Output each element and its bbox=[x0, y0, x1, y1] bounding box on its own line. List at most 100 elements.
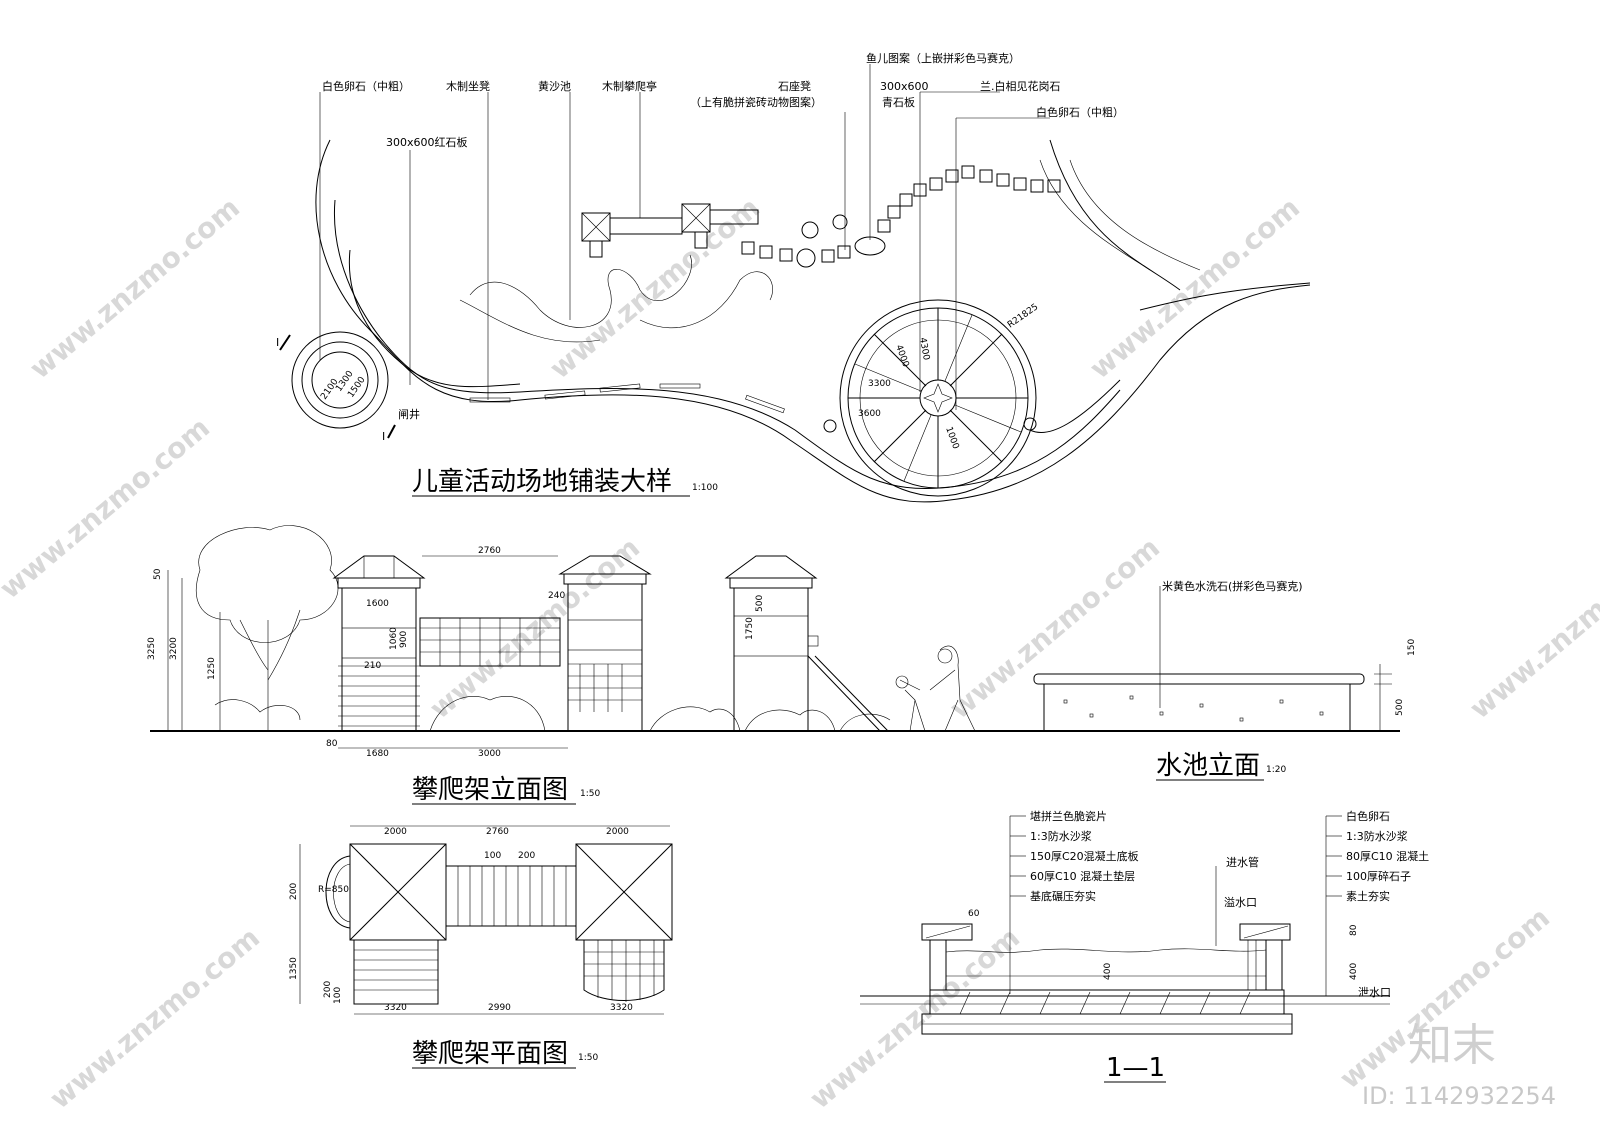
section-layer-label: 堪拼兰色脆瓷片 bbox=[1030, 809, 1107, 823]
label-blue-slab: 青石板 bbox=[882, 95, 915, 109]
watermark-text: www.znzmo.com bbox=[803, 921, 1026, 1115]
watermark-text: www.znzmo.com bbox=[1083, 191, 1306, 385]
round-pit: 2100 1300 1500 闸井 I I bbox=[276, 331, 420, 443]
dim-label: 100 bbox=[333, 987, 343, 1004]
label-wood-pavilion: 木制攀爬亭 bbox=[602, 79, 657, 93]
section-layer-label: 素土夯实 bbox=[1346, 889, 1390, 903]
stepping-stones bbox=[741, 165, 1061, 268]
label-inlet: 进水管 bbox=[1226, 855, 1259, 869]
brand-logo: 知末 bbox=[1408, 1020, 1496, 1071]
climb-elev-scale: 1:50 bbox=[580, 789, 600, 799]
label-granite: 兰.白相见花岗石 bbox=[980, 79, 1061, 93]
paving-scale: 1:100 bbox=[692, 483, 718, 493]
watermark-layer: www.znzmo.com www.znzmo.com www.znzmo.co… bbox=[0, 191, 1600, 1115]
section-mark: I bbox=[382, 430, 385, 443]
stone-speckles bbox=[1063, 695, 1324, 722]
dim-label: 4300 bbox=[917, 337, 931, 362]
label-red-slab: 300x600红石板 bbox=[386, 135, 468, 149]
climb-plan-scale: 1:50 bbox=[578, 1053, 598, 1063]
climb-elevation: 2760 1600 240 3250 3200 1250 50 1060 900… bbox=[147, 525, 1400, 805]
wood-bench-row bbox=[469, 383, 785, 414]
dim-label: 210 bbox=[364, 661, 381, 671]
rope-net bbox=[420, 618, 560, 666]
label-slab-size: 300x600 bbox=[880, 80, 929, 93]
label-pebble-white2: 白色卵石（中粗） bbox=[1036, 105, 1124, 119]
label-stone-bench: 石座凳 bbox=[778, 79, 811, 93]
section-layer-label: 基底碾压夯实 bbox=[1030, 889, 1096, 903]
section-hatch bbox=[959, 991, 1251, 1015]
paving-title: 儿童活动场地铺装大样 bbox=[412, 467, 672, 497]
dim-label: 50 bbox=[153, 568, 163, 580]
dim-label: 900 bbox=[399, 631, 409, 648]
dim-label: 100 bbox=[484, 851, 501, 861]
dim-label: 2000 bbox=[384, 827, 407, 837]
dim-label: 3320 bbox=[384, 1003, 407, 1013]
dim-label: 3300 bbox=[868, 379, 891, 389]
paving-plan: 2100 1300 1500 闸井 I I 4300 4000 3300 360 bbox=[276, 51, 1311, 503]
label-stone-bench-note: （上有脆拼瓷砖动物图案） bbox=[690, 95, 822, 109]
dim-label: 3250 bbox=[147, 637, 157, 660]
dim-label: R21825 bbox=[1006, 302, 1040, 330]
dim-label: 2000 bbox=[606, 827, 629, 837]
dim-label: 400 bbox=[1103, 963, 1113, 980]
dim-label: 200 bbox=[323, 981, 333, 998]
label-pool-stone: 米黄色水洗石(拼彩色马赛克) bbox=[1162, 579, 1303, 593]
pool-elev-scale: 1:20 bbox=[1266, 765, 1286, 775]
section-layer-label: 100厚碎石子 bbox=[1346, 869, 1411, 883]
dim-label: 150 bbox=[1407, 639, 1417, 656]
label-drain: 泄水口 bbox=[1358, 986, 1391, 999]
dim-label: 2760 bbox=[486, 827, 509, 837]
dim-label: 80 bbox=[1349, 924, 1359, 936]
stairs bbox=[338, 665, 420, 727]
watermark-text: www.znzmo.com bbox=[1463, 531, 1600, 725]
watermark-text: www.znzmo.com bbox=[23, 191, 246, 385]
climb-plan-title: 攀爬架平面图 bbox=[412, 1039, 568, 1069]
label-fish-pattern: 鱼儿图案（上嵌拼彩色马赛克） bbox=[866, 51, 1020, 65]
section-mark: I bbox=[276, 336, 279, 349]
dim-label: 1000 bbox=[943, 426, 960, 451]
climb-net bbox=[568, 663, 642, 712]
manhole-label: 闸井 bbox=[398, 407, 420, 421]
section-layer-label: 白色卵石 bbox=[1346, 809, 1390, 823]
label-wood-bench: 木制坐凳 bbox=[446, 79, 490, 93]
dim-label: 200 bbox=[289, 883, 299, 900]
dim-label: R=850 bbox=[318, 885, 349, 895]
dim-label: 500 bbox=[1395, 699, 1405, 716]
section-layer-label: 80厚C10 混凝土 bbox=[1346, 849, 1429, 863]
bridge-planks bbox=[457, 866, 567, 926]
stairs-plan bbox=[354, 949, 438, 991]
climb-plan: 2000 2760 2000 100 200 bbox=[289, 825, 673, 1069]
dim-label: 60 bbox=[968, 909, 980, 919]
climb-elev-title: 攀爬架立面图 bbox=[412, 775, 568, 805]
image-id: ID: 1142932254 bbox=[1362, 1082, 1556, 1110]
pool-elevation: 米黄色水洗石(拼彩色马赛克) 150 500 水池立面 1:20 bbox=[1033, 579, 1417, 781]
dim-label: 1750 bbox=[745, 617, 755, 640]
section-layer-label: 1:3防水沙浆 bbox=[1030, 829, 1092, 843]
section-title: 1—1 bbox=[1106, 1053, 1165, 1083]
watermark-text: www.znzmo.com bbox=[543, 191, 766, 385]
label-overflow: 溢水口 bbox=[1224, 895, 1257, 909]
dim-label: 1350 bbox=[289, 957, 299, 980]
dim-label: 1250 bbox=[207, 657, 217, 680]
dim-label: 80 bbox=[326, 739, 338, 749]
pool-elev-title: 水池立面 bbox=[1156, 751, 1260, 781]
wood-pavilion-plan bbox=[581, 203, 759, 258]
label-pebble-white: 白色卵石（中粗） bbox=[322, 79, 410, 93]
dim-label: 400 bbox=[1349, 963, 1359, 980]
section-layer-label: 60厚C10 混凝土垫层 bbox=[1030, 869, 1135, 883]
dim-label: 3200 bbox=[169, 637, 179, 660]
section-layer-label: 150厚C20混凝土底板 bbox=[1030, 849, 1139, 863]
dim-label: 3000 bbox=[478, 749, 501, 759]
dim-label: 500 bbox=[755, 595, 765, 612]
wheel-plaza: 4300 4000 3300 3600 1000 R21825 bbox=[823, 299, 1040, 497]
dim-label: 1680 bbox=[366, 749, 389, 759]
dim-label: 2990 bbox=[488, 1003, 511, 1013]
dim-label: 3600 bbox=[858, 409, 881, 419]
dim-label: 1600 bbox=[366, 599, 389, 609]
pool-section: 堪拼兰色脆瓷片 1:3防水沙浆 150厚C20混凝土底板 60厚C10 混凝土垫… bbox=[860, 809, 1429, 1083]
section-layer-label: 1:3防水沙浆 bbox=[1346, 829, 1408, 843]
dim-label: 2760 bbox=[478, 546, 501, 556]
dim-label: 3320 bbox=[610, 1003, 633, 1013]
dim-label: 1060 bbox=[389, 627, 399, 650]
